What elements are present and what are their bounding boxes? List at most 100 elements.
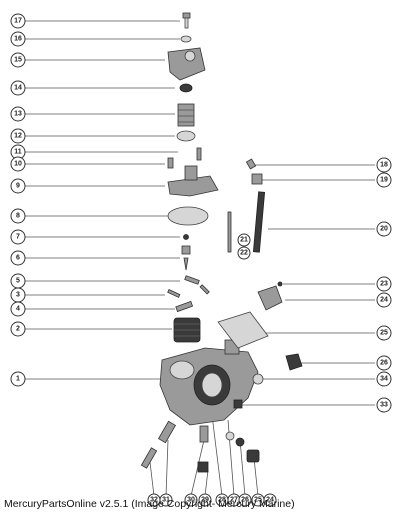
- svg-text:1: 1: [16, 376, 20, 383]
- part-24-valve: [257, 285, 283, 311]
- svg-text:15: 15: [14, 57, 22, 64]
- svg-text:18: 18: [380, 162, 388, 169]
- svg-text:24: 24: [380, 297, 388, 304]
- svg-text:3: 3: [16, 292, 20, 299]
- svg-text:33: 33: [380, 402, 388, 409]
- svg-text:29: 29: [201, 497, 209, 504]
- part-23-screw: [277, 281, 283, 287]
- svg-text:8: 8: [16, 213, 20, 220]
- callout-34[interactable]: 34: [376, 371, 392, 387]
- part-31-spring: [157, 420, 177, 444]
- part-10-screw: [167, 157, 174, 169]
- part-32-screw: [140, 447, 158, 469]
- svg-text:19: 19: [380, 177, 388, 184]
- callout-bottom-30[interactable]: 30: [184, 493, 198, 507]
- callout-bottom-24[interactable]: 24: [263, 493, 277, 507]
- part-19-fitting: [251, 173, 263, 185]
- part-11-screw: [196, 147, 202, 161]
- callout-2[interactable]: 2: [10, 321, 26, 337]
- callout-21[interactable]: 21: [237, 233, 251, 247]
- svg-text:16: 16: [14, 36, 22, 43]
- part-13-screen: [177, 103, 195, 127]
- callout-15[interactable]: 15: [10, 52, 26, 68]
- part-2-float: [173, 317, 201, 343]
- callout-12[interactable]: 12: [10, 128, 26, 144]
- callout-bottom-26[interactable]: 26: [238, 493, 252, 507]
- callout-5[interactable]: 5: [10, 273, 26, 289]
- callout-13[interactable]: 13: [10, 106, 26, 122]
- svg-text:34: 34: [380, 376, 388, 383]
- part-9-float-bowl-cover: [167, 165, 219, 197]
- part-15-cover: [167, 47, 206, 81]
- part-27-gasket: [235, 437, 245, 447]
- callout-19[interactable]: 19: [376, 172, 392, 188]
- part-14-gasket: [179, 83, 193, 93]
- copyright-caption: MercuryPartsOnline v2.5.1 (Image Copyrig…: [4, 498, 295, 510]
- svg-text:26: 26: [380, 360, 388, 367]
- callout-bottom-31[interactable]: 31: [159, 493, 173, 507]
- callout-7[interactable]: 7: [10, 229, 26, 245]
- part-3-pin-b: [199, 284, 210, 295]
- callout-18[interactable]: 18: [376, 157, 392, 173]
- callout-bottom-25[interactable]: 25: [251, 493, 265, 507]
- svg-text:21: 21: [240, 237, 248, 244]
- part-26-plug: [246, 449, 260, 463]
- svg-text:2: 2: [16, 326, 20, 333]
- svg-text:32: 32: [150, 497, 158, 504]
- callout-24[interactable]: 24: [376, 292, 392, 308]
- part-16-washer: [180, 35, 192, 43]
- callout-3[interactable]: 3: [10, 287, 26, 303]
- part-12-gasket: [176, 130, 196, 142]
- part-1-carburetor-body: [159, 339, 259, 426]
- part-20-choke-shaft: [252, 191, 266, 253]
- svg-text:7: 7: [16, 234, 20, 241]
- svg-text:9: 9: [16, 183, 20, 190]
- part-8-gasket: [167, 206, 209, 226]
- part-18-screw: [245, 158, 257, 170]
- part-21-rod: [227, 211, 232, 253]
- callout-22[interactable]: 22: [237, 246, 251, 260]
- part-17-screw: [182, 12, 191, 29]
- part-35-nut: [285, 353, 303, 371]
- callout-20[interactable]: 20: [376, 221, 392, 237]
- callout-17[interactable]: 17: [10, 13, 26, 29]
- part-3-pin: [167, 289, 181, 298]
- part-28-washer: [225, 431, 235, 441]
- callout-14[interactable]: 14: [10, 80, 26, 96]
- svg-text:13: 13: [14, 111, 22, 118]
- callout-9[interactable]: 9: [10, 178, 26, 194]
- part-7-seat: [183, 234, 189, 240]
- callout-8[interactable]: 8: [10, 208, 26, 224]
- svg-text:17: 17: [14, 18, 22, 25]
- svg-text:14: 14: [14, 85, 22, 92]
- svg-text:11: 11: [14, 149, 22, 156]
- part-25-gasket: [217, 311, 269, 349]
- svg-text:20: 20: [380, 226, 388, 233]
- svg-text:4: 4: [16, 306, 20, 313]
- bottom-leader-lines: [149, 414, 259, 497]
- part-33-screw: [233, 399, 243, 409]
- callout-26[interactable]: 26: [376, 355, 392, 371]
- svg-text:23: 23: [380, 281, 388, 288]
- callout-16[interactable]: 16: [10, 31, 26, 47]
- callout-6[interactable]: 6: [10, 250, 26, 266]
- callout-23[interactable]: 23: [376, 276, 392, 292]
- part-29-plug: [197, 461, 209, 473]
- callout-1[interactable]: 1: [10, 371, 26, 387]
- callout-25[interactable]: 25: [376, 325, 392, 341]
- svg-text:12: 12: [14, 133, 22, 140]
- svg-text:30: 30: [187, 497, 195, 504]
- callout-4[interactable]: 4: [10, 301, 26, 317]
- svg-text:6: 6: [16, 255, 20, 262]
- callout-bottom-29[interactable]: 29: [198, 493, 212, 507]
- part-4-float-arm: [175, 300, 194, 313]
- callout-10[interactable]: 10: [10, 156, 26, 172]
- svg-text:22: 22: [240, 250, 248, 257]
- svg-text:24: 24: [266, 497, 274, 504]
- svg-text:10: 10: [14, 161, 22, 168]
- callout-33[interactable]: 33: [376, 397, 392, 413]
- svg-text:27: 27: [230, 497, 238, 504]
- svg-text:31: 31: [162, 497, 170, 504]
- svg-text:28: 28: [218, 497, 226, 504]
